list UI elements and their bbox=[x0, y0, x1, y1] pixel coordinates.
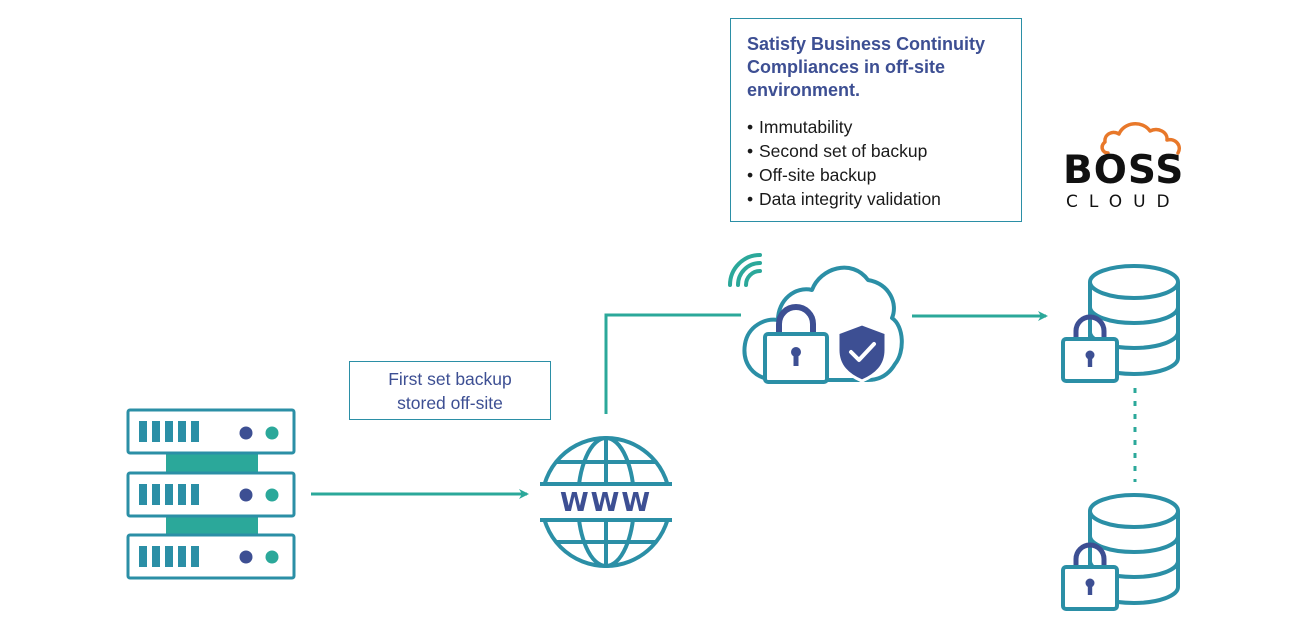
server-unit-top bbox=[126, 408, 296, 455]
secure-cloud-icon bbox=[728, 253, 904, 384]
compliance-callout: Satisfy Business Continuity Compliances … bbox=[730, 18, 1022, 222]
list-item-text: Immutability bbox=[759, 117, 853, 137]
padlock-icon bbox=[1061, 314, 1119, 383]
logo-subtitle: CLOUD bbox=[1066, 192, 1181, 212]
padlock-icon bbox=[763, 304, 829, 384]
list-item: •Immutability bbox=[747, 115, 941, 139]
list-item: •Off-site backup bbox=[747, 163, 941, 187]
list-item-text: Off-site backup bbox=[759, 165, 877, 185]
list-item-text: Second set of backup bbox=[759, 141, 928, 161]
database-icon bbox=[1061, 493, 1180, 611]
list-item: •Data integrity validation bbox=[747, 187, 941, 211]
server-rack-icon bbox=[126, 408, 296, 580]
bullet: • bbox=[747, 117, 754, 137]
logo-wordmark: BOSS bbox=[1063, 148, 1185, 193]
callout-title: Satisfy Business Continuity Compliances … bbox=[747, 34, 986, 100]
bullet: • bbox=[747, 189, 754, 209]
padlock-icon bbox=[1061, 542, 1119, 611]
connector-globe-to-cloud bbox=[604, 313, 741, 414]
label-line-1: First set backup bbox=[388, 369, 512, 389]
shield-check-icon bbox=[836, 322, 888, 383]
cloud-logo-icon bbox=[1100, 122, 1181, 155]
list-item-text: Data integrity validation bbox=[759, 189, 941, 209]
globe-www-icon: WWW bbox=[540, 436, 672, 568]
label-line-2: stored off-site bbox=[397, 393, 503, 413]
server-unit-bottom bbox=[126, 533, 296, 580]
first-backup-label: First set backup stored off-site bbox=[349, 361, 551, 420]
database-icon bbox=[1061, 264, 1180, 383]
boss-cloud-logo: BOSS CLOUD bbox=[1060, 116, 1192, 216]
bullet: • bbox=[747, 141, 754, 161]
compliance-list: •Immutability •Second set of backup •Off… bbox=[747, 115, 941, 211]
globe-www-label: WWW bbox=[560, 488, 652, 518]
bullet: • bbox=[747, 165, 754, 185]
server-unit-middle bbox=[126, 471, 296, 518]
list-item: •Second set of backup bbox=[747, 139, 941, 163]
wifi-signal-icon bbox=[728, 253, 762, 287]
